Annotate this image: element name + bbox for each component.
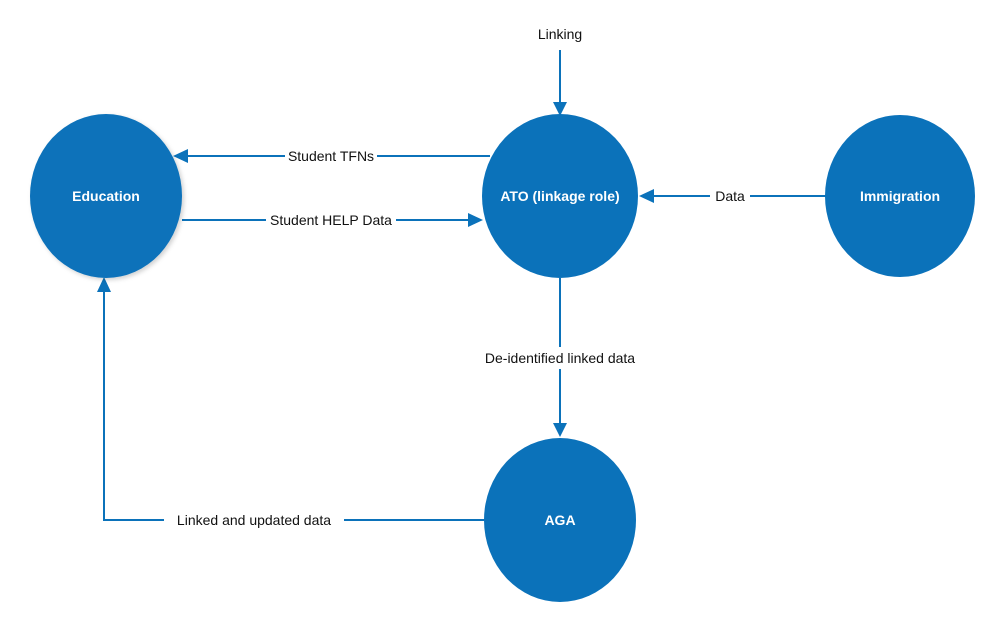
arrowhead-icon (553, 102, 567, 116)
arrowhead-icon (639, 189, 654, 203)
arrowhead-icon (468, 213, 483, 227)
edge-label-linking: Linking (538, 26, 582, 42)
edge-linking (553, 50, 567, 116)
node-education-label: Education (72, 188, 140, 204)
arrowhead-icon (173, 149, 188, 163)
edge-label-data: Data (715, 188, 745, 204)
edge-label-deidentified: De-identified linked data (485, 350, 635, 366)
arrowhead-icon (553, 423, 567, 437)
node-aga-label: AGA (544, 512, 575, 528)
node-ato-label: ATO (linkage role) (500, 188, 619, 204)
node-ato: ATO (linkage role) (482, 114, 638, 278)
edge-linked-updated (97, 277, 484, 521)
node-aga: AGA (484, 438, 636, 602)
node-education: Education (30, 114, 182, 278)
node-immigration: Immigration (825, 115, 975, 277)
arrowhead-icon (97, 277, 111, 292)
edge-label-linked-updated: Linked and updated data (177, 512, 331, 528)
edge-label-student-help: Student HELP Data (270, 212, 392, 228)
node-immigration-label: Immigration (860, 188, 940, 204)
edge-label-student-tfns: Student TFNs (288, 148, 374, 164)
